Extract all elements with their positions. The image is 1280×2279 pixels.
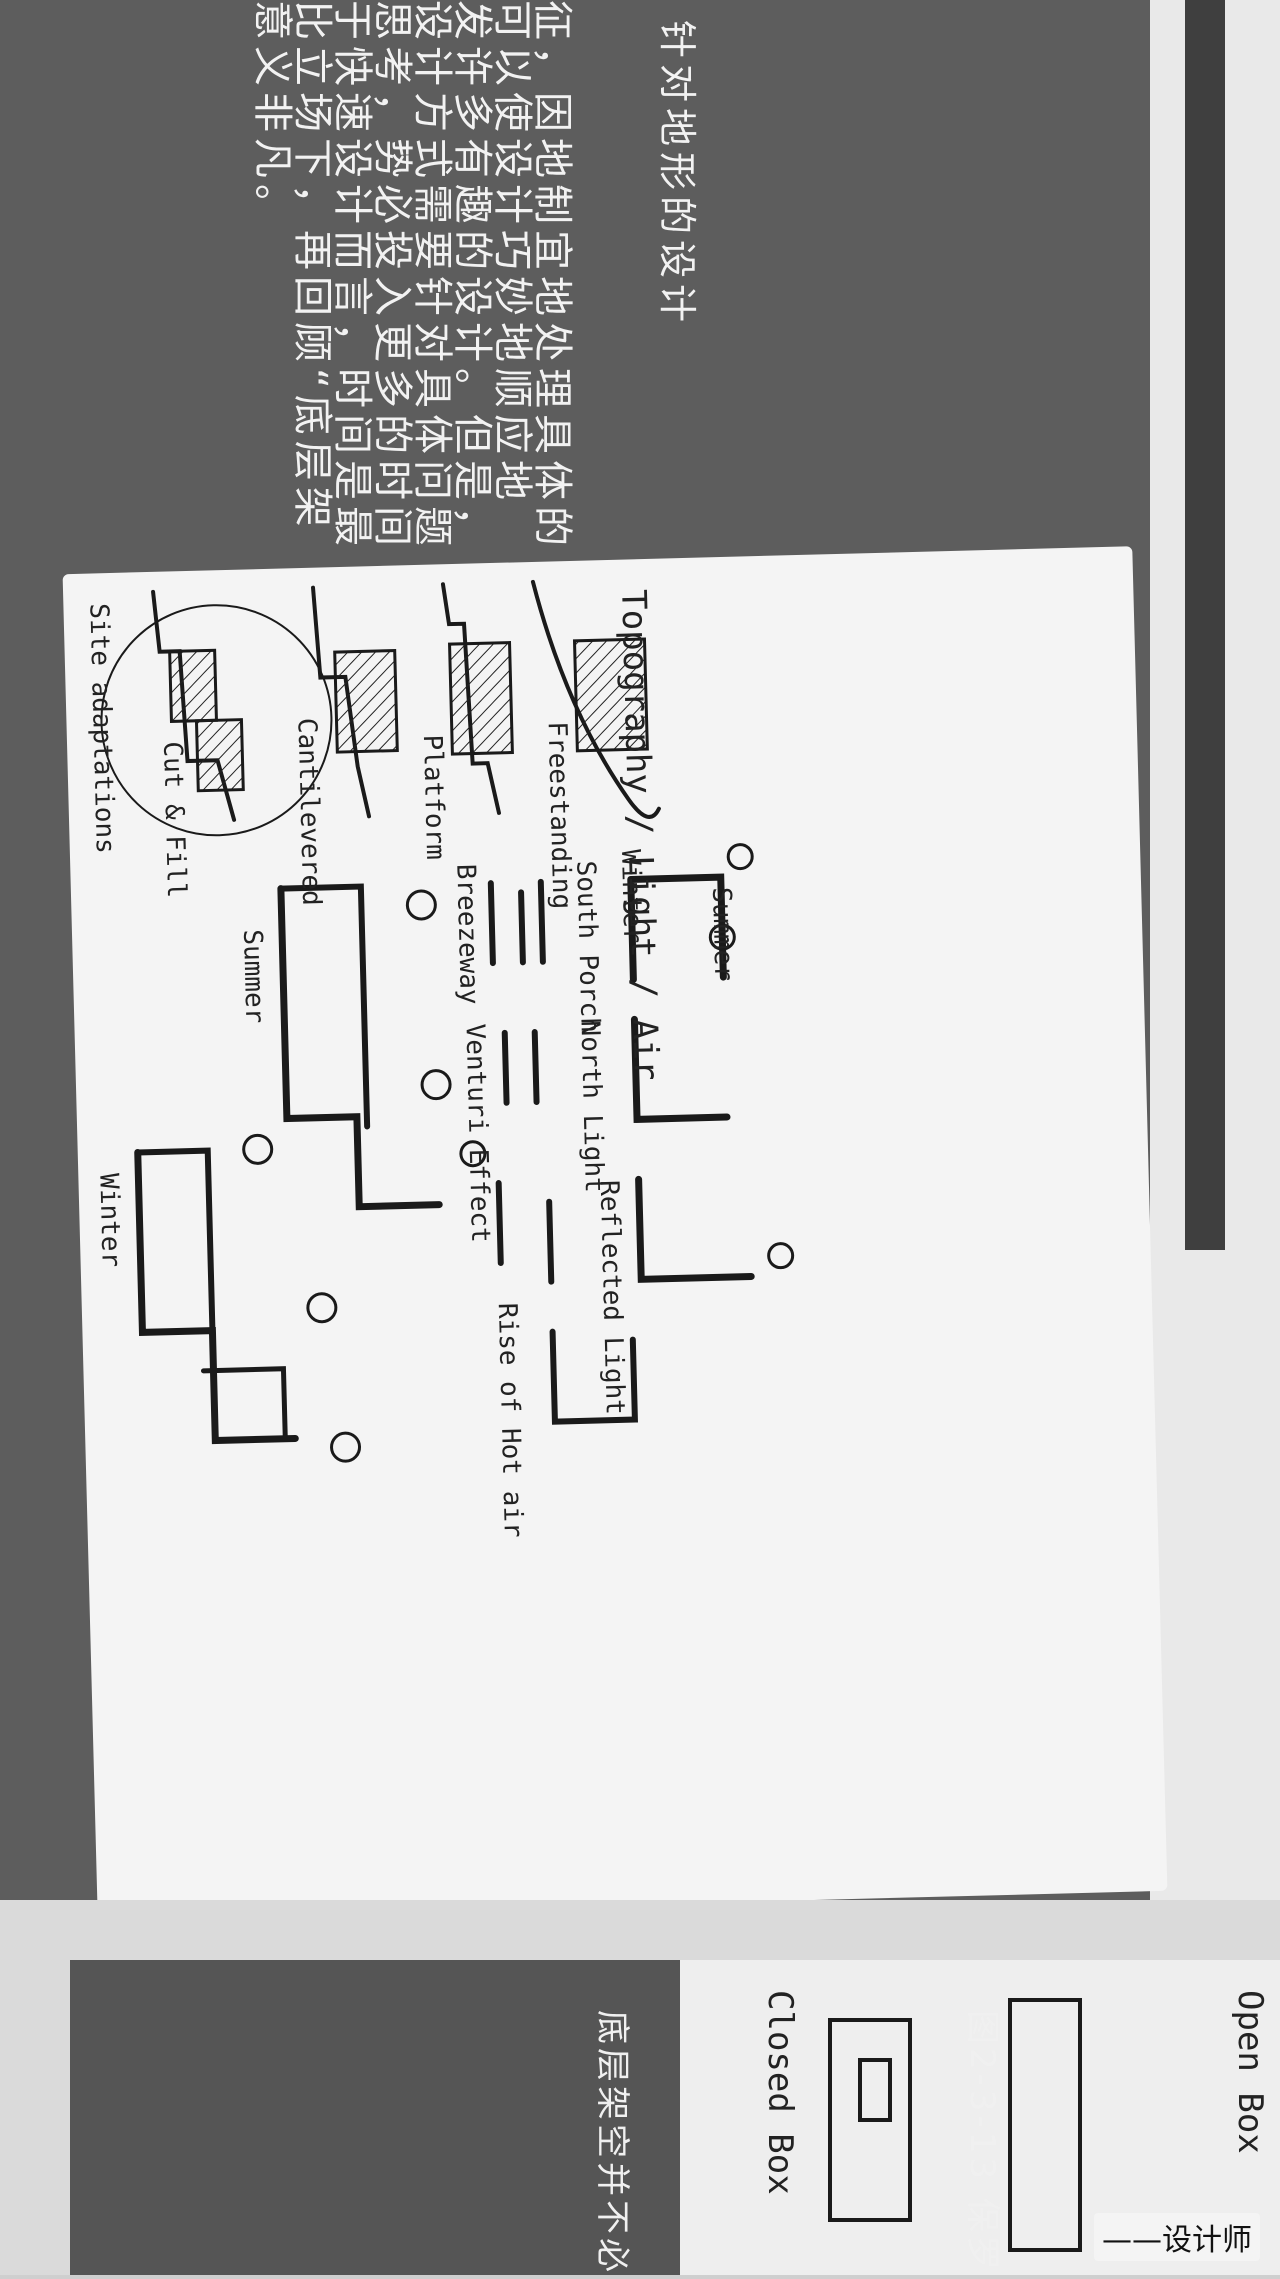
lower-body-text: 底层架空并不必	[592, 2010, 632, 2276]
light-label: South Porch	[570, 860, 605, 1034]
next-page-band	[1185, 0, 1225, 1250]
lower-sketch-label: Open Box	[1230, 1990, 1270, 2154]
sketch-card: Topography / Light / Air Freestanding Pl…	[62, 546, 1168, 1919]
sketch-label: Cut & Fill	[156, 741, 192, 899]
figure-caption: 图2-3-13 保罗	[962, 2010, 1002, 2274]
lower-sketch-label: Closed Box	[760, 1990, 800, 2195]
watermark: ——设计师	[1094, 2213, 1260, 2261]
sketch-drawing	[100, 579, 795, 1463]
lower-sketch-drawing	[828, 1998, 1082, 2252]
light-label: North Light	[574, 1020, 609, 1194]
body-line: 意义非凡。	[249, 0, 295, 230]
air-label: Venturi Effect	[459, 1023, 496, 1244]
light-label: Summer	[706, 886, 739, 982]
section-label: Winter	[93, 1172, 126, 1268]
light-label: Reflected Light	[593, 1179, 630, 1416]
air-label: Rise of Hot air	[491, 1302, 528, 1538]
section-label: Summer	[236, 929, 270, 1024]
sketch-label: Platform	[416, 734, 451, 861]
lower-sketch: Open Box Closed Box	[680, 1960, 1280, 2275]
lower-page-band	[70, 1960, 680, 2275]
section-title: 针对地形的设计	[655, 20, 699, 329]
light-label: Winter	[614, 849, 648, 944]
air-label: Breezeway	[450, 863, 484, 1006]
sketch-label: Cantilevered	[291, 717, 327, 907]
